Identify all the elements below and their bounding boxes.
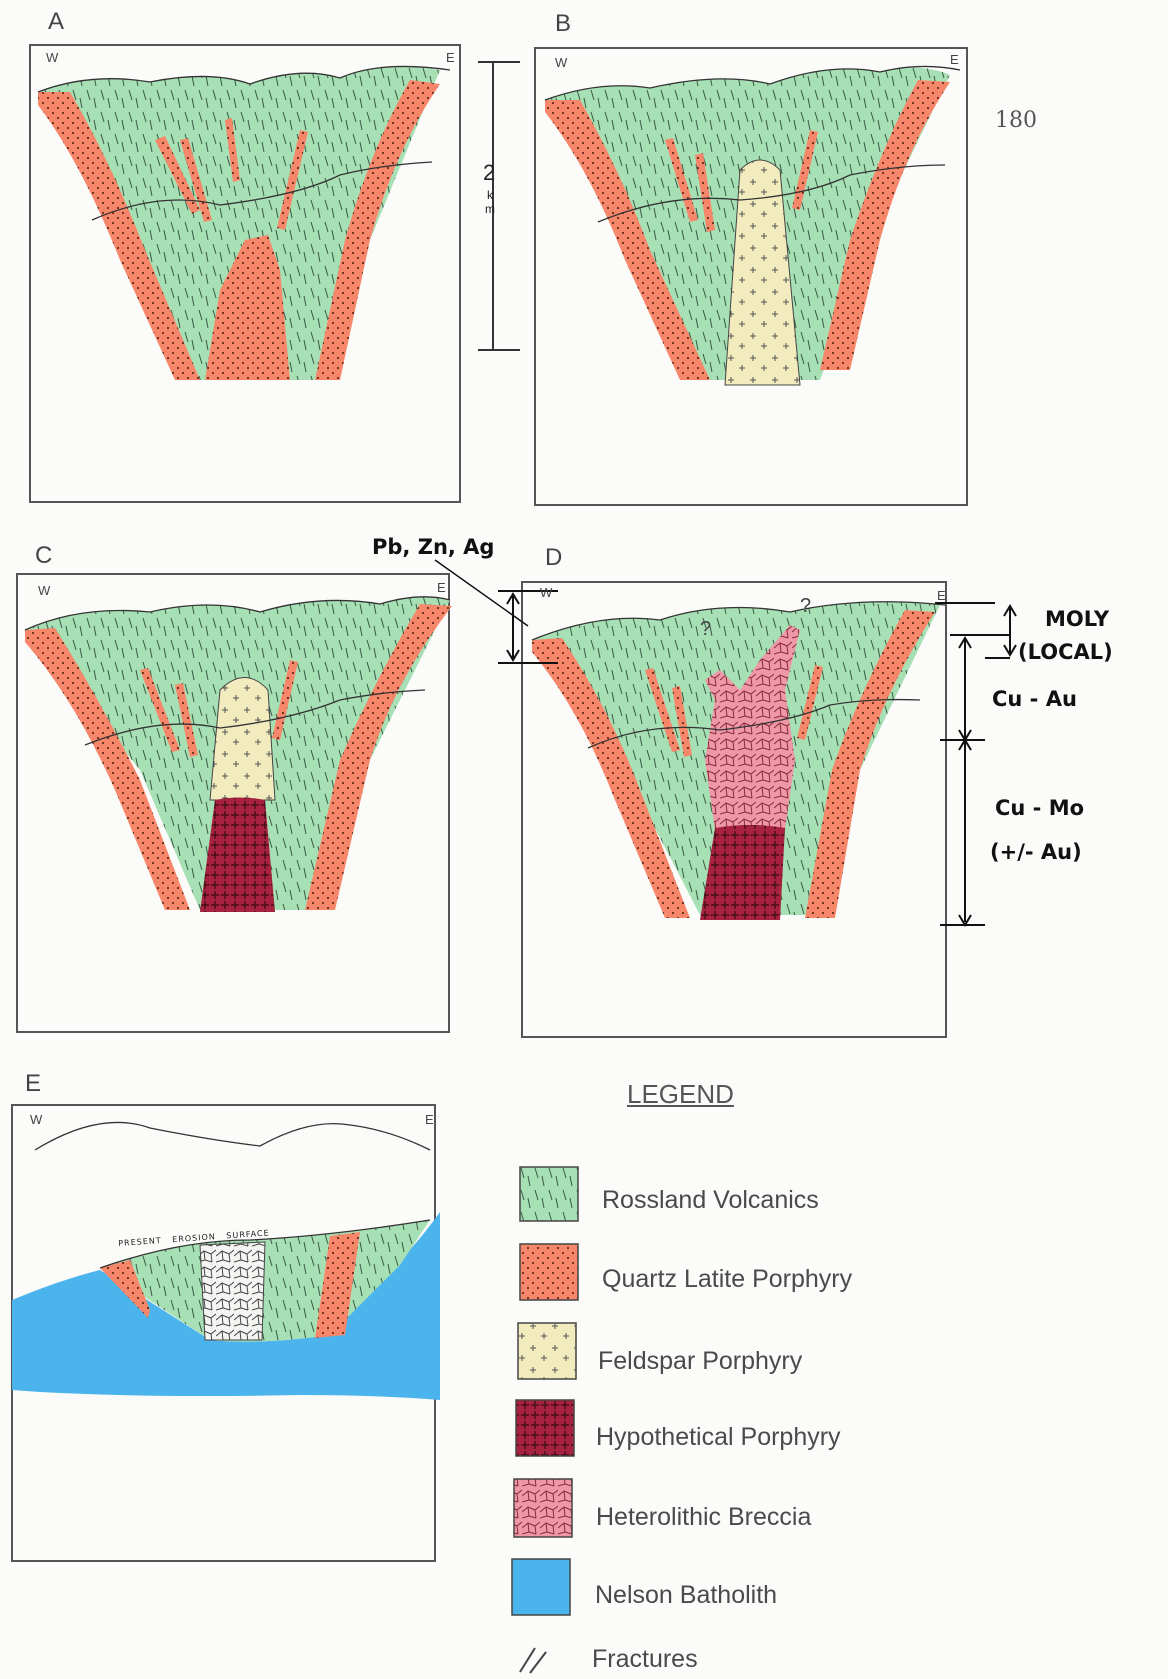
panel-c-label: C [35,542,52,570]
legend-swatch-quartz-latite-porphyry [520,1244,578,1300]
panel-c-feldspar-stock [210,678,275,801]
panel-e-east-label: E [425,1112,434,1127]
legend-label-feldspar-porphyry: Feldspar Porphyry [598,1347,802,1376]
panel-d-west-label: W [540,585,552,600]
panel-c [17,574,452,1032]
panel-c-east-label: E [437,580,446,595]
panel-a [30,45,460,502]
legend-label-fractures: Fractures [592,1645,698,1674]
panel-e-west-label: W [30,1112,42,1127]
legend-swatches [512,1167,578,1673]
legend-swatch-feldspar-porphyry [518,1323,576,1379]
legend-label-rossland-volcanics: Rossland Volcanics [602,1186,819,1215]
scale-bar-unit-k: k [487,188,493,202]
pb-zn-ag-label: Pb, Zn, Ag [372,535,494,559]
panel-b-west-label: W [555,55,567,70]
panel-d-label: D [545,544,562,572]
panel-c-west-label: W [38,583,50,598]
moly-local-label: (LOCAL) [1018,640,1113,664]
panel-b-east-label: E [950,52,959,67]
legend-label-heterolithic-breccia: Heterolithic Breccia [596,1503,811,1532]
cu-au-label: Cu - Au [992,687,1077,711]
legend-label-nelson-batholith: Nelson Batholith [595,1581,777,1610]
moly-label: MOLY [1045,607,1109,631]
panel-d-east-label: E [937,588,946,603]
legend-swatch-nelson-batholith [512,1559,570,1615]
page-number: 180 [995,108,1037,133]
panel-d-question-mark-1: ? [700,618,711,640]
panel-b [535,48,967,505]
panel-d-question-mark-2: ? [800,595,811,617]
legend-label-quartz-latite-porphyry: Quartz Latite Porphyry [602,1265,852,1294]
scale-bar-unit-m: m [485,202,495,216]
legend-label-hypothetical-porphyry: Hypothetical Porphyry [596,1423,841,1452]
panel-e-breccia-pipe [200,1242,265,1340]
legend-swatch-hypothetical-porphyry [516,1400,574,1456]
legend-swatch-heterolithic-breccia [514,1479,572,1537]
panel-e [12,1105,440,1561]
panel-a-west-label: W [46,50,58,65]
scale-bar-value: 2 [483,160,495,186]
panel-b-label: B [555,10,571,38]
panel-d: ? ? [522,582,946,1037]
panel-a-label: A [48,8,64,36]
cu-mo-au-label: (+/- Au) [990,840,1082,864]
zonation-brackets [935,603,1016,925]
panel-a-east-label: E [446,50,455,65]
legend-swatch-rossland-volcanics [520,1167,578,1221]
panel-e-original-surface [35,1122,430,1150]
legend-title: LEGEND [627,1079,734,1110]
fractures-icon [520,1648,546,1673]
cu-mo-label: Cu - Mo [995,796,1084,820]
panel-e-label: E [25,1070,41,1098]
